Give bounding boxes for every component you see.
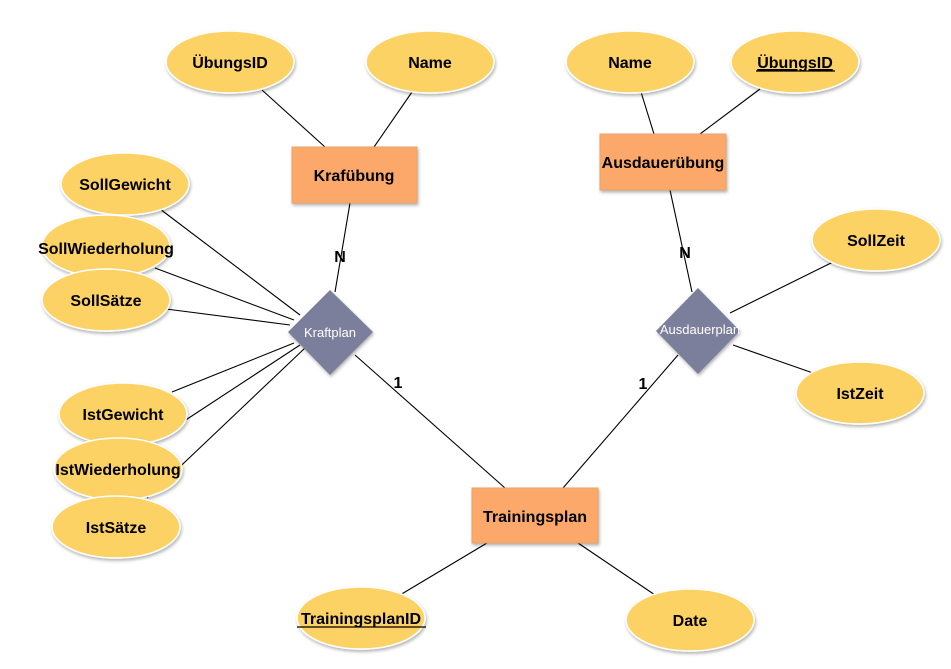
relationship-label: Ausdauerplan xyxy=(660,322,740,337)
line-kraft-name xyxy=(373,91,413,148)
attribute-istwiederholung: IstWiederholung xyxy=(53,437,183,501)
relationship-label: Kraftplan xyxy=(304,325,356,340)
attribute-ausdauer-name: Name xyxy=(565,30,695,94)
attribute-label: SollSätze xyxy=(70,293,141,310)
attribute-label: ÜbungsID xyxy=(192,53,268,72)
attribute-istzeit: IstZeit xyxy=(795,361,925,425)
attribute-label: Name xyxy=(608,55,652,72)
attribute-sollwiederholung: SollWiederholung xyxy=(38,214,174,278)
attribute-sollgewicht: SollGewicht xyxy=(60,152,190,216)
line-ausdauerplan-trainingsplan xyxy=(562,354,679,489)
entity-kraftuebung: Krafübung xyxy=(291,146,418,204)
entity-trainingsplan: Trainingsplan xyxy=(471,487,599,544)
line-ausdauer-uebungsid xyxy=(699,88,761,135)
entity-label: Trainingsplan xyxy=(483,509,587,526)
entity-label: Ausdauerübung xyxy=(602,155,725,172)
attribute-label: IstZeit xyxy=(836,386,884,403)
attribute-label: SollZeit xyxy=(847,233,905,250)
attribute-label: IstGewicht xyxy=(83,407,165,424)
line-kraft-kraftplan xyxy=(334,202,351,293)
line-trainingsplanid xyxy=(399,542,488,596)
line-kraftplan-trainingsplan xyxy=(354,354,506,489)
relationship-ausdauerplan: Ausdauerplan xyxy=(656,288,740,374)
line-kraft-uebungsid xyxy=(261,89,326,148)
entity-ausdauerubung: Ausdauerübung xyxy=(599,133,727,191)
attribute-trainingsplanid: TrainingsplanID xyxy=(296,586,426,650)
line-istzeit xyxy=(732,344,814,374)
line-ausdauer-ausdauerplan xyxy=(669,189,693,293)
attribute-date: Date xyxy=(625,588,755,652)
line-ausdauer-name xyxy=(640,91,655,135)
line-sollzeit xyxy=(729,261,834,314)
line-date xyxy=(577,542,659,598)
cardinality-kraft-n: N xyxy=(334,249,346,266)
attribute-label: Name xyxy=(408,55,452,72)
attribute-label: IstSätze xyxy=(86,520,147,537)
attribute-sollzeit: SollZeit xyxy=(811,208,941,272)
relationship-kraftplan: Kraftplan xyxy=(288,290,373,375)
attribute-label: SollWiederholung xyxy=(38,241,174,258)
attribute-kraft-uebungsid: ÜbungsID xyxy=(165,30,295,94)
attribute-label: TrainingsplanID xyxy=(301,611,421,628)
line-sollsaetze xyxy=(165,308,291,326)
attribute-label: SollGewicht xyxy=(79,177,171,194)
attribute-ausdauer-uebungsid: ÜbungsID xyxy=(730,30,860,94)
attribute-kraft-name: Name xyxy=(365,30,495,94)
attribute-sollsaetze: SollSätze xyxy=(41,268,171,332)
line-istgewicht xyxy=(171,342,295,393)
attribute-label: IstWiederholung xyxy=(55,462,180,479)
line-sollwiederholung xyxy=(154,267,295,321)
cardinality-kraft-1: 1 xyxy=(394,375,403,392)
line-sollgewicht xyxy=(159,208,301,316)
attribute-label: ÜbungsID xyxy=(757,53,833,72)
attribute-istsaetze: IstSätze xyxy=(51,495,181,559)
entity-label: Krafübung xyxy=(314,168,395,185)
cardinality-ausdauer-n: N xyxy=(679,245,691,262)
cardinality-ausdauer-1: 1 xyxy=(639,376,648,393)
attribute-istgewicht: IstGewicht xyxy=(58,382,188,446)
attribute-label: Date xyxy=(673,613,708,630)
